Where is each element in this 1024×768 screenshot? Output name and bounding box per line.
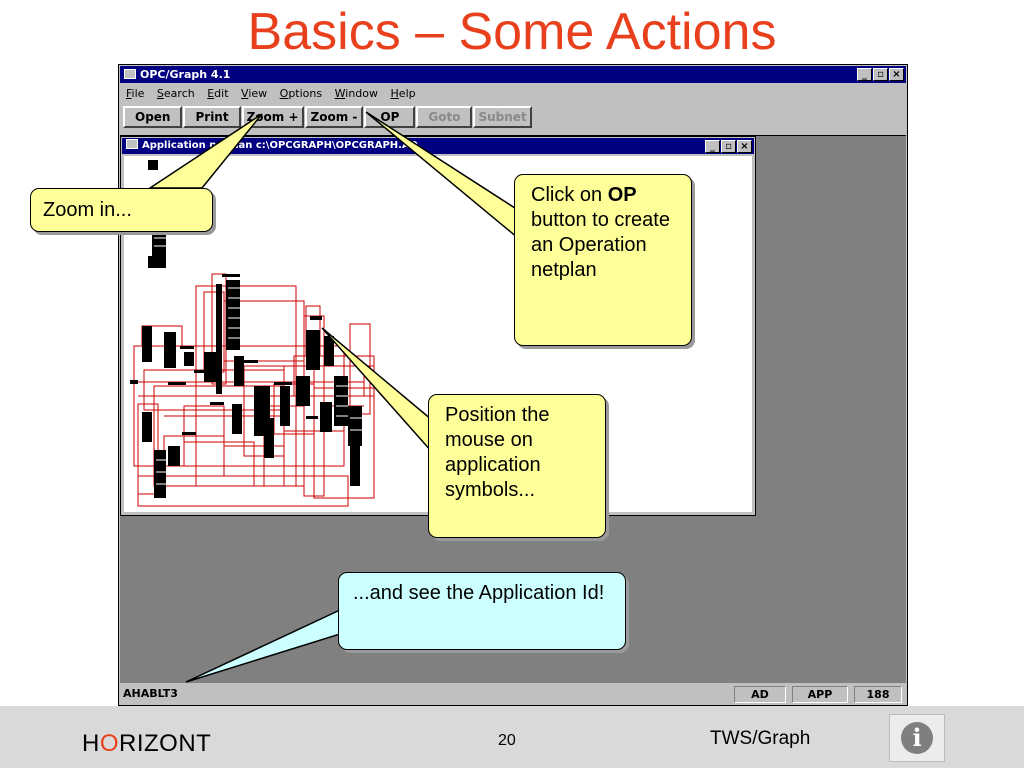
op-callout-prefix: Click on (531, 184, 608, 206)
menu-options[interactable]: Options (279, 87, 323, 100)
toolbar: Open Print Zoom + Zoom - OP Goto Subnet (123, 106, 903, 132)
zoom-in-callout: Zoom in... (30, 188, 213, 232)
menu-file[interactable]: File (126, 87, 145, 100)
child-close-button[interactable]: × (737, 140, 752, 153)
status-type: APP (792, 686, 848, 703)
menu-help[interactable]: Help (390, 87, 416, 100)
window-title: OPC/Graph 4.1 (140, 68, 231, 81)
child-window-menu-icon[interactable] (126, 139, 138, 149)
menu-window[interactable]: Window (334, 87, 379, 100)
brand-o: O (99, 730, 120, 757)
op-callout-text: button to create an Operation netplan (531, 209, 670, 281)
window-titlebar[interactable]: OPC/Graph 4.1 _ ▫ × (120, 66, 906, 83)
position-callout: Position the mouse on application symbol… (428, 394, 606, 538)
menu-edit[interactable]: Edit (207, 87, 229, 100)
minimize-button[interactable]: _ (857, 68, 872, 81)
status-application-id: AHABLT3 (123, 687, 178, 700)
window-menu-icon[interactable] (124, 69, 136, 79)
product-name: TWS/Graph (710, 728, 811, 749)
status-count: 188 (854, 686, 902, 703)
op-callout: Click on OP button to create an Operatio… (514, 174, 692, 346)
zoom-out-button[interactable]: Zoom - (304, 106, 364, 128)
goto-button[interactable]: Goto (416, 106, 473, 128)
child-minimize-button[interactable]: _ (705, 140, 720, 153)
child-titlebar[interactable]: Application netplan c:\OPCGRAPH\OPCGRAPH… (122, 138, 754, 154)
child-maximize-button[interactable]: ▫ (721, 140, 736, 153)
child-window-title: Application netplan c:\OPCGRAPH\OPCGRAPH… (142, 140, 418, 151)
info-button[interactable]: i (889, 714, 945, 762)
maximize-button[interactable]: ▫ (873, 68, 888, 81)
menu-bar: File Search Edit View Options Window Hel… (120, 85, 906, 103)
print-button[interactable]: Print (183, 106, 241, 128)
close-button[interactable]: × (889, 68, 904, 81)
horizont-logo: HORIZONT (82, 730, 211, 758)
menu-search[interactable]: Search (156, 87, 195, 100)
slide-title: Basics – Some Actions (247, 3, 777, 61)
slide-footer: HORIZONT 20 TWS/Graph i (0, 706, 1024, 768)
application-id-callout: ...and see the Application Id! (338, 572, 626, 650)
info-icon: i (901, 722, 933, 754)
op-button[interactable]: OP (364, 106, 416, 128)
brand-h: H (82, 730, 100, 757)
zoom-in-button[interactable]: Zoom + (241, 106, 304, 128)
brand-rest: RIZONT (119, 730, 212, 757)
page-number: 20 (498, 732, 516, 749)
op-callout-bold: OP (607, 184, 637, 206)
menu-view[interactable]: View (241, 87, 268, 100)
subnet-button[interactable]: Subnet (473, 106, 532, 128)
open-button[interactable]: Open (123, 106, 183, 128)
status-mode: AD (734, 686, 786, 703)
status-bar: AHABLT3 AD APP 188 (120, 684, 906, 704)
